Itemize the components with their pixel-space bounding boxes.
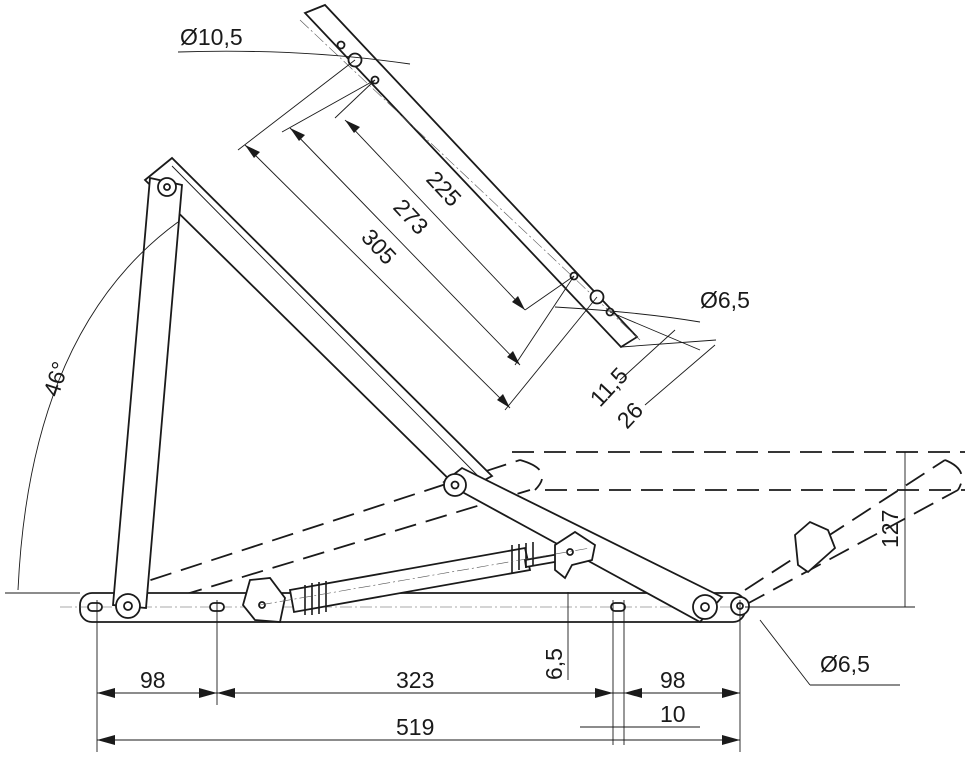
angle-arc <box>17 221 179 591</box>
dim-323: 323 <box>396 667 434 693</box>
dim-519: 519 <box>396 714 434 740</box>
lid-arm <box>143 156 494 494</box>
dim-angle: 46° <box>38 358 73 399</box>
dim-26: 26 <box>612 397 648 433</box>
dim-hole-bottom: Ø6,5 <box>700 287 750 313</box>
closed-position-outline <box>119 451 965 606</box>
dim-98-left: 98 <box>140 667 166 693</box>
dim-98-right: 98 <box>660 667 686 693</box>
gas-spring <box>242 530 597 623</box>
dim-273: 273 <box>388 194 433 240</box>
left-support-arm <box>112 176 183 609</box>
dim-hole-top: Ø10,5 <box>180 24 243 50</box>
dim-127: 127 <box>877 510 903 548</box>
dim-pivot-hole: Ø6,5 <box>820 651 870 677</box>
dim-10: 10 <box>660 701 686 727</box>
base-dimensions <box>96 600 741 752</box>
lid-bar-detail <box>177 3 717 411</box>
dim-6-5: 6,5 <box>541 648 567 680</box>
